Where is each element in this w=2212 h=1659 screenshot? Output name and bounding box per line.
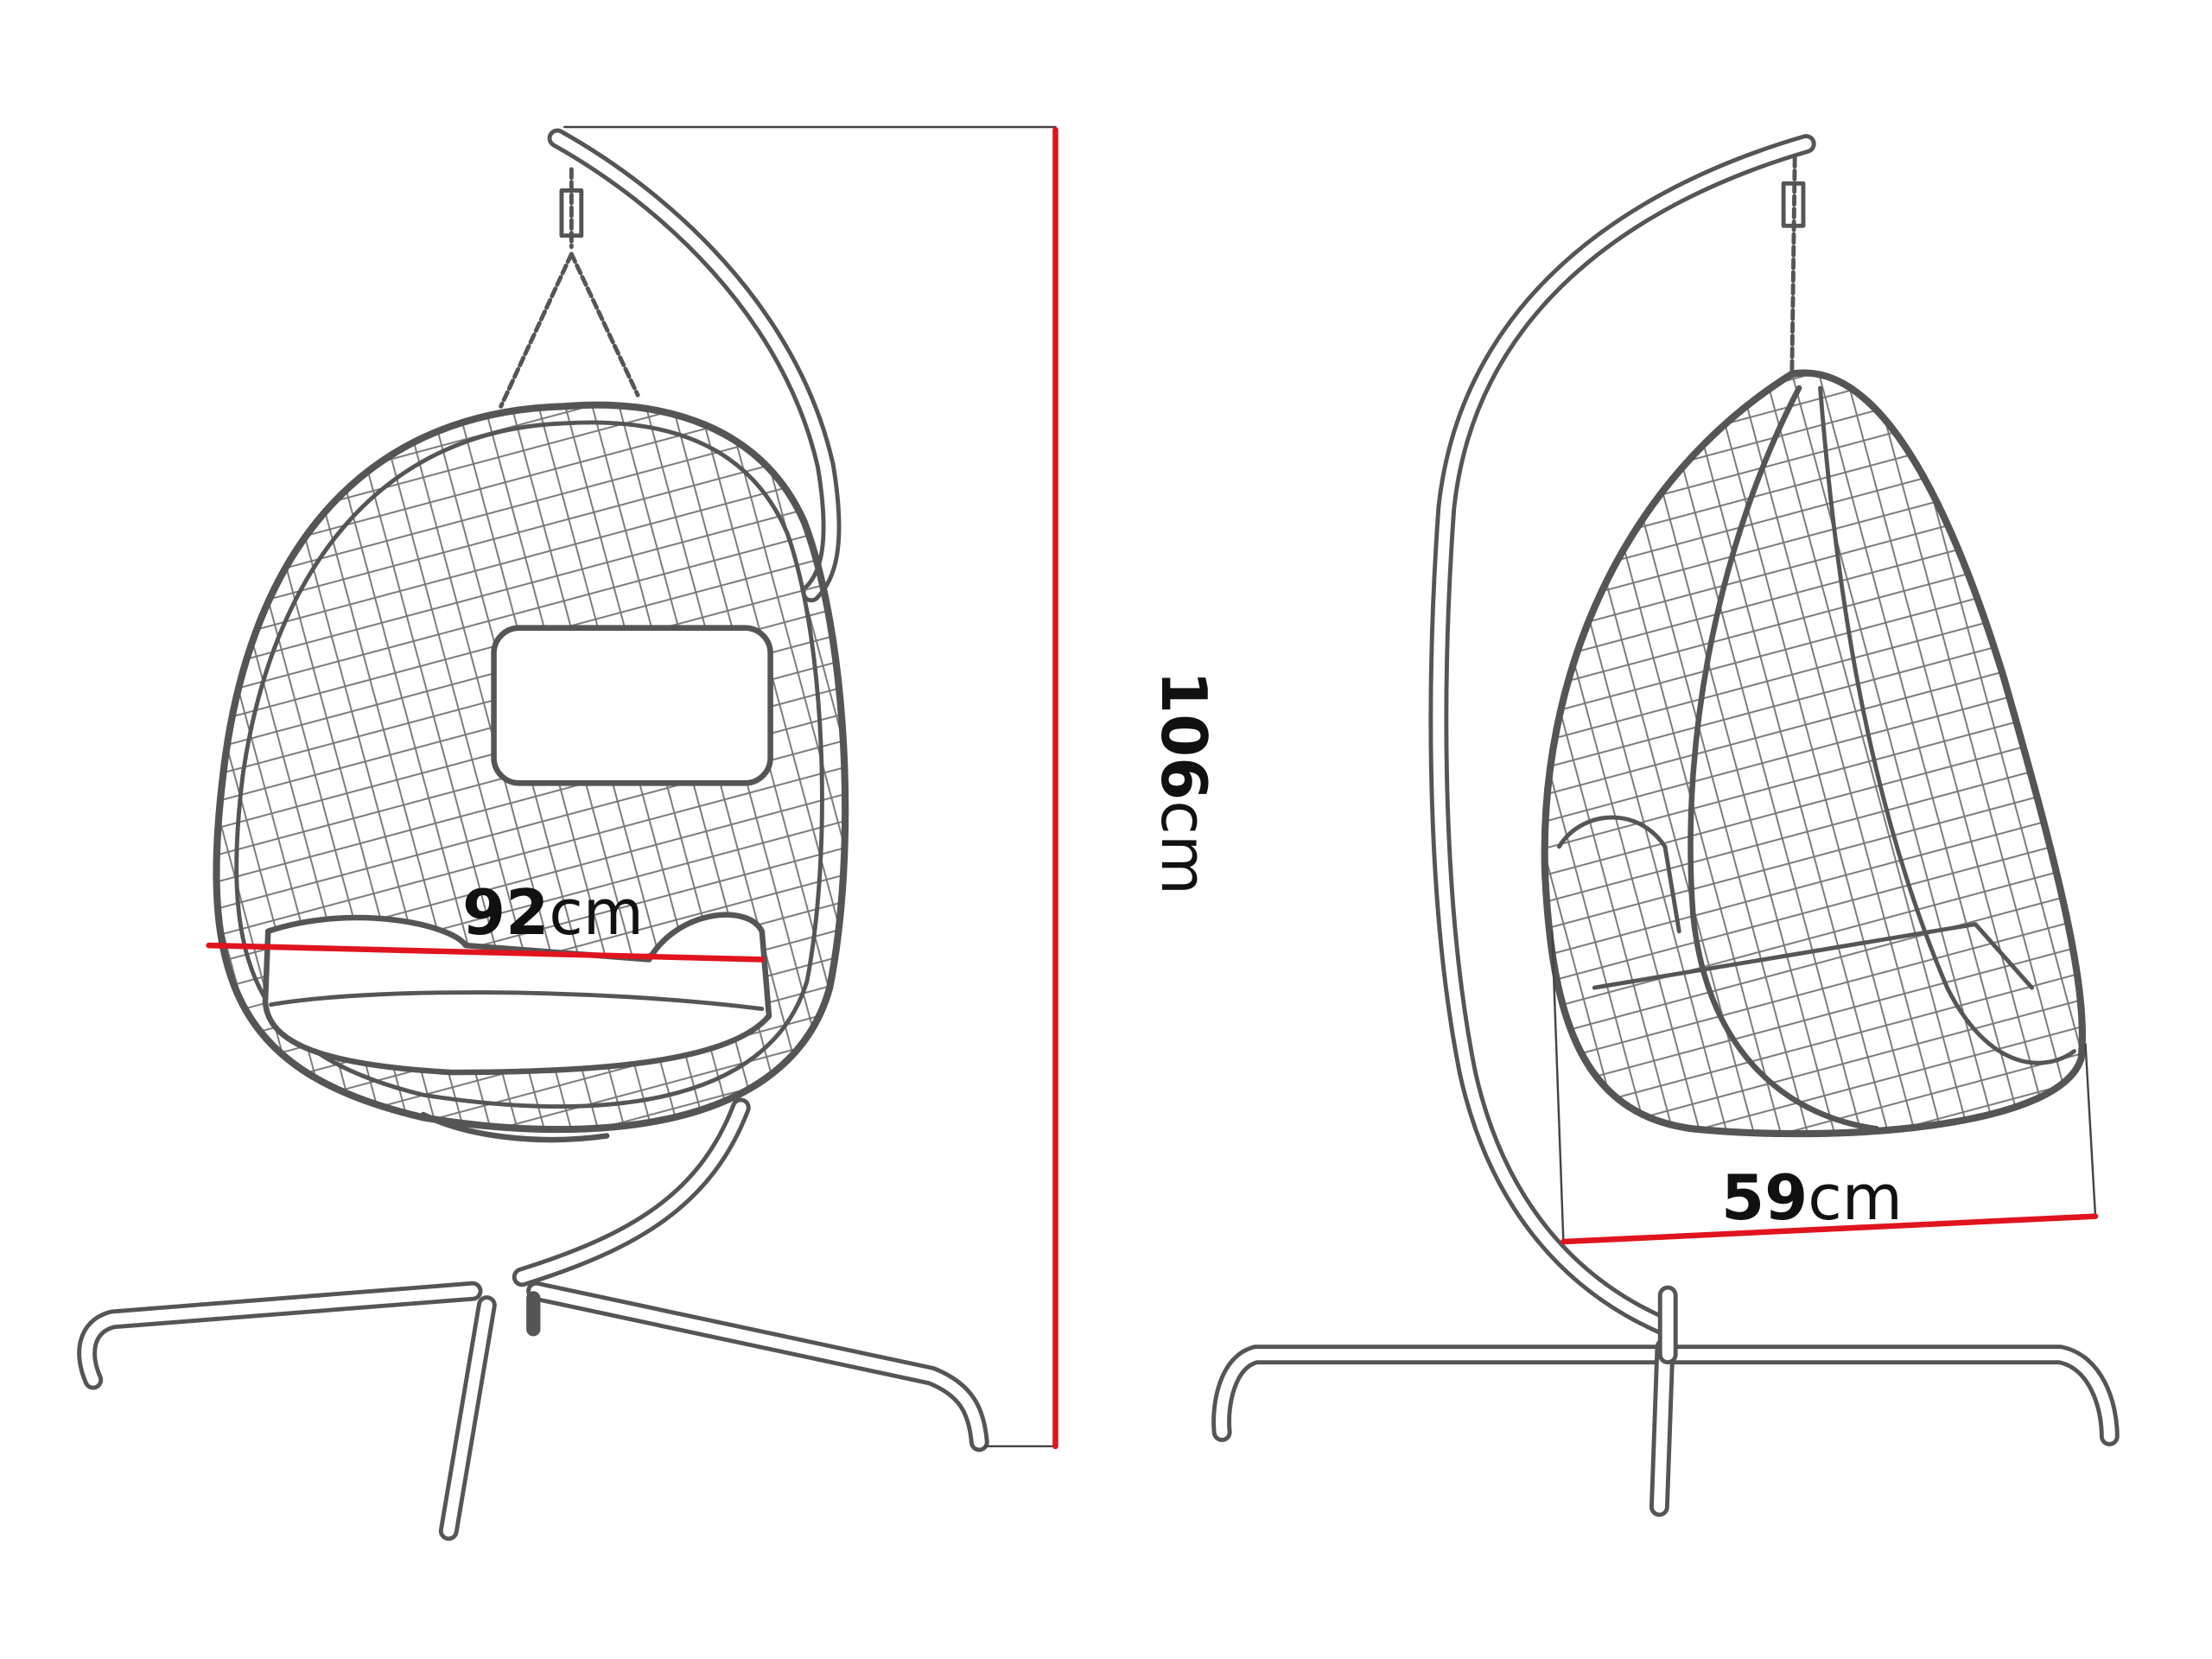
egg-basket (213, 401, 849, 1134)
egg-basket (1541, 369, 2086, 1138)
height-label: 106cm (1147, 671, 1220, 895)
base-legs (77, 1281, 989, 1541)
depth-value: 59 (1721, 1161, 1808, 1234)
depth-dimension-line (1560, 1213, 2099, 1245)
height-value: 106 (1147, 670, 1221, 801)
depth-unit: cm (1808, 1161, 1903, 1234)
width-unit: cm (549, 876, 644, 949)
pillow (491, 625, 773, 786)
width-value: 92 (462, 876, 550, 949)
width-label: 92cm (462, 881, 644, 944)
seat-cushion (1592, 922, 2034, 990)
width-dimension-line (206, 942, 766, 963)
base (1211, 1285, 2120, 1517)
depth-guide-left (1551, 930, 1565, 1243)
dimension-lines (206, 125, 2099, 1450)
depth-label: 59cm (1721, 1166, 1903, 1229)
chain (1789, 156, 1797, 372)
depth-guide-right (2084, 1043, 2097, 1217)
chain (499, 167, 640, 409)
stand-lower (512, 1097, 751, 1287)
height-unit: cm (1147, 800, 1221, 896)
